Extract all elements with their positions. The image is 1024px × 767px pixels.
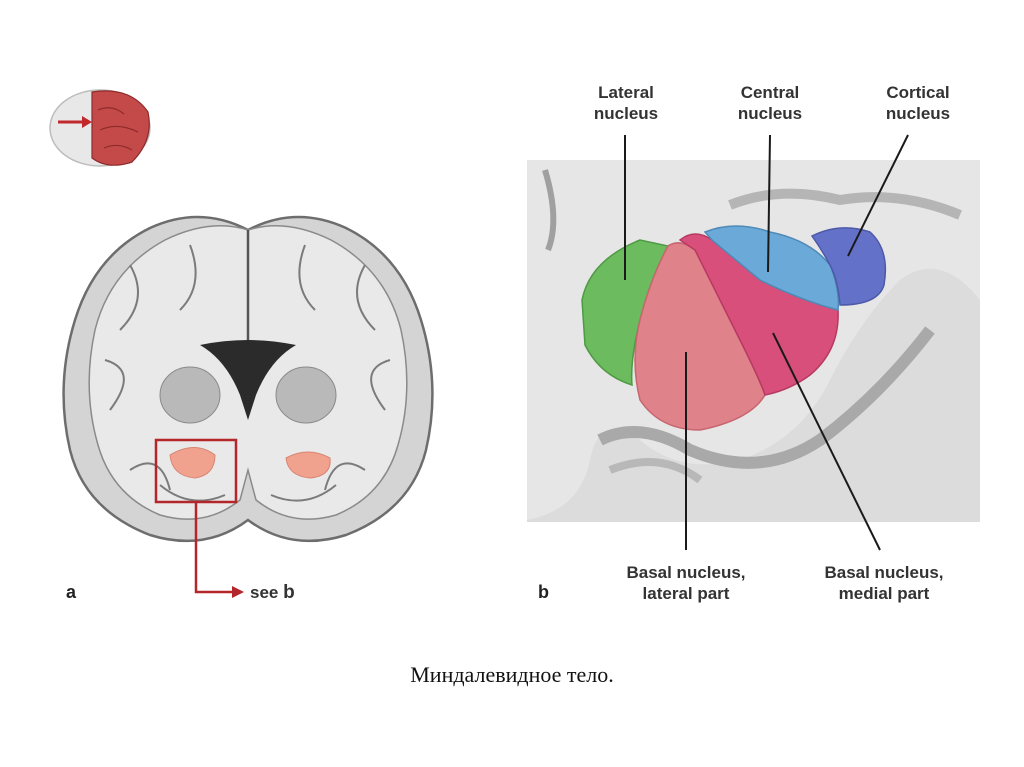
label-basal-lateral: Basal nucleus, lateral part xyxy=(606,562,766,604)
coronal-brain-section xyxy=(62,215,434,543)
label-central-line2: nucleus xyxy=(737,104,803,123)
label-cortical-line1: Cortical xyxy=(886,83,950,102)
label-cortical-line2: nucleus xyxy=(885,104,951,123)
label-basal-medial-line1: Basal nucleus, xyxy=(824,563,944,582)
see-ref-letter: b xyxy=(283,582,295,603)
see-text: see xyxy=(250,583,279,602)
panel-b-letter: b xyxy=(538,582,549,602)
label-lateral-nucleus: Lateral nucleus xyxy=(580,82,672,124)
figure-caption: Миндалевидное тело. xyxy=(410,662,614,687)
label-central-nucleus: Central nucleus xyxy=(722,82,818,124)
label-basal-lateral-line1: Basal nucleus, xyxy=(626,563,746,582)
label-lateral-line1: Lateral xyxy=(598,83,654,102)
leader-central xyxy=(767,134,771,273)
arrow-head-icon xyxy=(232,586,244,598)
label-lateral-line2: nucleus xyxy=(593,104,659,123)
label-central-line1: Central xyxy=(740,83,800,102)
leader-lines xyxy=(624,134,909,551)
panel-a-letter: a xyxy=(66,582,77,602)
leader-cortical xyxy=(847,134,909,257)
label-basal-lateral-line2: lateral part xyxy=(642,584,730,603)
amygdala-highlight xyxy=(154,438,244,598)
label-cortical-nucleus: Cortical nucleus xyxy=(866,82,970,124)
see-reference: see b xyxy=(250,582,295,604)
orientation-brain-icon xyxy=(49,89,151,167)
cortical-nucleus-region xyxy=(810,227,887,306)
leader-basal-medial xyxy=(772,332,881,551)
label-basal-medial: Basal nucleus, medial part xyxy=(804,562,964,604)
label-basal-medial-line2: medial part xyxy=(838,584,930,603)
amygdala-nuclei xyxy=(581,225,887,431)
